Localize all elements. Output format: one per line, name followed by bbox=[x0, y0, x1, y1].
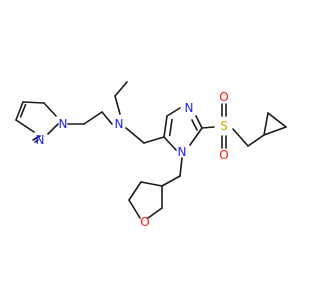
bond bbox=[161, 175, 181, 187]
thf-ring bbox=[128, 181, 163, 219]
bond-double bbox=[34, 139, 39, 143]
bond bbox=[247, 134, 265, 147]
imidazole-ring bbox=[163, 107, 203, 151]
bond bbox=[114, 95, 121, 115]
bond bbox=[101, 111, 113, 125]
bond bbox=[22, 101, 45, 104]
structure-diagram: N N N N N S O O O bbox=[15, 81, 287, 229]
pyrazole-ring bbox=[15, 101, 59, 143]
bond bbox=[128, 199, 141, 219]
atom-n-amine: N bbox=[115, 117, 124, 131]
atom-n-pyrazole-2: N bbox=[36, 133, 45, 147]
bond bbox=[114, 81, 128, 97]
atom-o-sulfonyl-bottom: O bbox=[219, 148, 228, 162]
bond bbox=[15, 119, 35, 133]
atom-s-sulfonyl: S bbox=[220, 119, 228, 133]
bond bbox=[163, 115, 168, 138]
bond bbox=[147, 207, 163, 219]
atom-o-thf: O bbox=[140, 215, 149, 229]
bond bbox=[267, 112, 287, 128]
bond bbox=[43, 102, 57, 117]
bond bbox=[140, 181, 163, 187]
atom-n-imidazole-3: N bbox=[185, 101, 194, 115]
bond bbox=[263, 112, 269, 136]
atom-n-pyrazole-1: N bbox=[59, 117, 68, 131]
bond bbox=[179, 157, 183, 177]
bond bbox=[166, 107, 181, 117]
bond-double bbox=[19, 103, 27, 118]
bond-double bbox=[191, 119, 198, 131]
atom-n-imidazole-1: N bbox=[178, 145, 187, 159]
bond bbox=[263, 126, 287, 136]
bond-double bbox=[32, 135, 41, 141]
bond-double bbox=[168, 118, 173, 137]
bond bbox=[189, 127, 203, 146]
molecule-canvas: N N N N N S O O O bbox=[15, 81, 287, 229]
bond bbox=[83, 111, 103, 125]
bond bbox=[201, 126, 215, 129]
bond bbox=[195, 115, 203, 129]
bond bbox=[47, 123, 59, 135]
bond bbox=[15, 101, 24, 121]
bond bbox=[128, 181, 142, 201]
bond bbox=[163, 136, 177, 151]
bond bbox=[143, 136, 165, 144]
bond bbox=[232, 128, 249, 147]
cyclopropyl-ring bbox=[263, 112, 287, 136]
atom-o-sulfonyl-top: O bbox=[219, 90, 228, 104]
bond bbox=[125, 127, 145, 144]
